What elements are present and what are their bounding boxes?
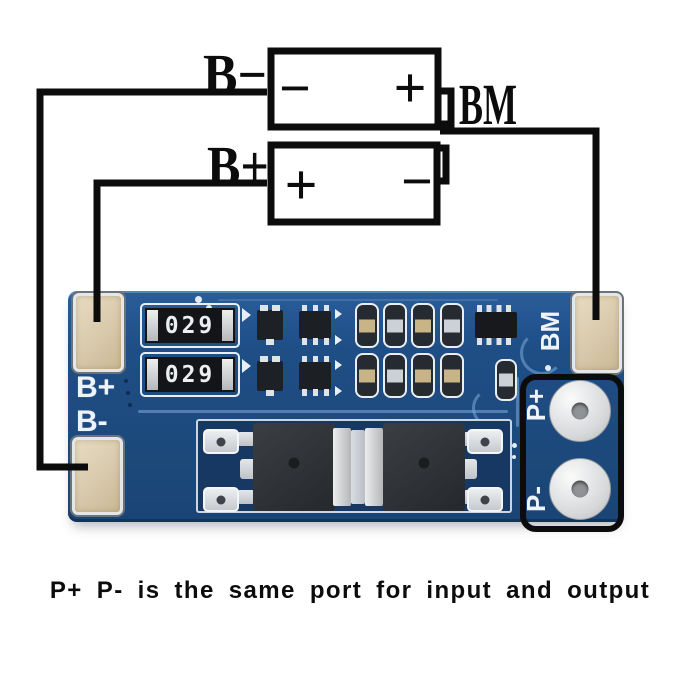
silkscreen-bm-label: BM — [535, 310, 565, 352]
sot23-transistor — [250, 305, 290, 345]
cell1-plus-sign: + — [393, 56, 426, 121]
p-port-highlight-outline — [520, 374, 624, 532]
control-ic — [473, 305, 519, 345]
silkscreen-b-plus-label: B+ — [76, 371, 116, 404]
mosfet-q2-tab — [365, 428, 383, 506]
solder-joint — [351, 430, 365, 504]
via-dot — [128, 403, 132, 407]
b-minus-label: B− — [203, 42, 267, 107]
battery-cell-1 — [267, 47, 442, 131]
b-minus-pad — [72, 437, 123, 515]
p-plus-hole-pad — [549, 380, 611, 442]
via-dot — [512, 443, 517, 448]
mosfet-q1-tab — [333, 428, 351, 506]
b-plus-label: B+ — [207, 134, 269, 199]
sot23-transistor — [250, 356, 290, 396]
via-dot — [195, 296, 202, 303]
protection-ic — [297, 356, 333, 396]
via-dot — [545, 365, 551, 371]
protection-ic — [297, 305, 333, 345]
silkscreen-arrow-icon — [335, 309, 342, 319]
resistor-029: 029 — [140, 303, 240, 348]
mosfet-pad — [467, 487, 503, 512]
b-plus-pad — [73, 293, 124, 372]
resistor-029: 029 — [140, 352, 240, 397]
smd-resistor — [495, 359, 517, 401]
bm-label: BM — [459, 72, 517, 137]
silkscreen-arrow-icon — [335, 335, 342, 345]
smd-resistor — [411, 303, 435, 348]
pcb-trace — [218, 299, 498, 301]
cell2-minus-sign: − — [401, 151, 433, 213]
smd-resistor — [355, 353, 379, 398]
bm-pad — [572, 293, 622, 373]
resistor-label: 029 — [164, 361, 216, 388]
mosfet-pad — [467, 429, 503, 454]
silkscreen-arrow-icon — [335, 360, 342, 370]
smd-resistor — [440, 353, 464, 398]
mosfet-pin — [461, 459, 477, 479]
pcb-trace — [138, 410, 508, 413]
cell2-plus-sign: + — [284, 153, 317, 218]
via-dot — [124, 379, 128, 383]
silkscreen-b-minus-label: B- — [76, 405, 108, 438]
cell2-terminal-nub — [433, 144, 450, 185]
smd-resistor — [383, 303, 407, 348]
mosfet-pad — [203, 487, 239, 512]
smd-resistor — [383, 353, 407, 398]
smd-resistor — [355, 303, 379, 348]
via-dot — [126, 391, 130, 395]
battery-cell-2 — [267, 141, 441, 226]
via-dot — [512, 455, 516, 459]
cell1-terminal-nub — [433, 87, 455, 128]
resistor-label: 029 — [164, 312, 216, 339]
silkscreen-arrow-icon — [335, 386, 342, 396]
mosfet-pin — [237, 490, 255, 504]
smd-resistor — [440, 303, 464, 348]
mosfet-q1 — [253, 423, 335, 511]
p-minus-hole-pad — [549, 458, 611, 520]
caption-text: P+ P- is the same port for input and out… — [49, 577, 651, 604]
pcb-trace — [520, 331, 564, 375]
smd-resistor — [411, 353, 435, 398]
cell1-minus-sign: − — [279, 58, 311, 120]
mosfet-pad — [203, 429, 239, 454]
mosfet-q2 — [383, 423, 465, 511]
pcb-trace — [516, 377, 519, 427]
